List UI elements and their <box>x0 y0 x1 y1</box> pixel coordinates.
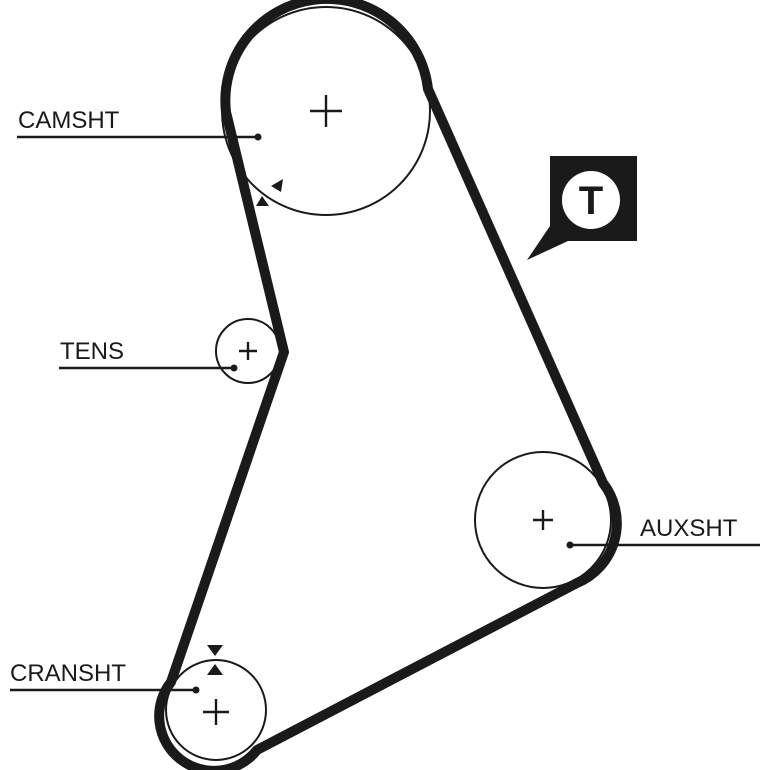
auxiliary-leader <box>566 541 760 549</box>
crankshaft-label: CRANSHT <box>10 660 126 687</box>
auxiliary-label: AUXSHT <box>640 515 738 542</box>
camshaft-pulley <box>221 6 431 216</box>
tensioner-label: TENS <box>60 338 124 365</box>
crankshaft-leader <box>10 686 200 694</box>
auxiliary-shaft-pulley <box>474 451 612 589</box>
tensioner-leader <box>59 364 238 372</box>
camshaft-leader <box>17 133 262 141</box>
tension-badge-letter: T <box>579 179 603 223</box>
tensioner-pulley <box>215 318 281 384</box>
crankshaft-alignment-mark-icon <box>207 645 223 675</box>
tension-badge-icon: T <box>527 156 637 260</box>
camshaft-alignment-mark-icon <box>256 179 283 206</box>
crankshaft-pulley <box>165 659 267 761</box>
camshaft-label: CAMSHT <box>18 107 120 134</box>
timing-belt <box>154 0 622 770</box>
